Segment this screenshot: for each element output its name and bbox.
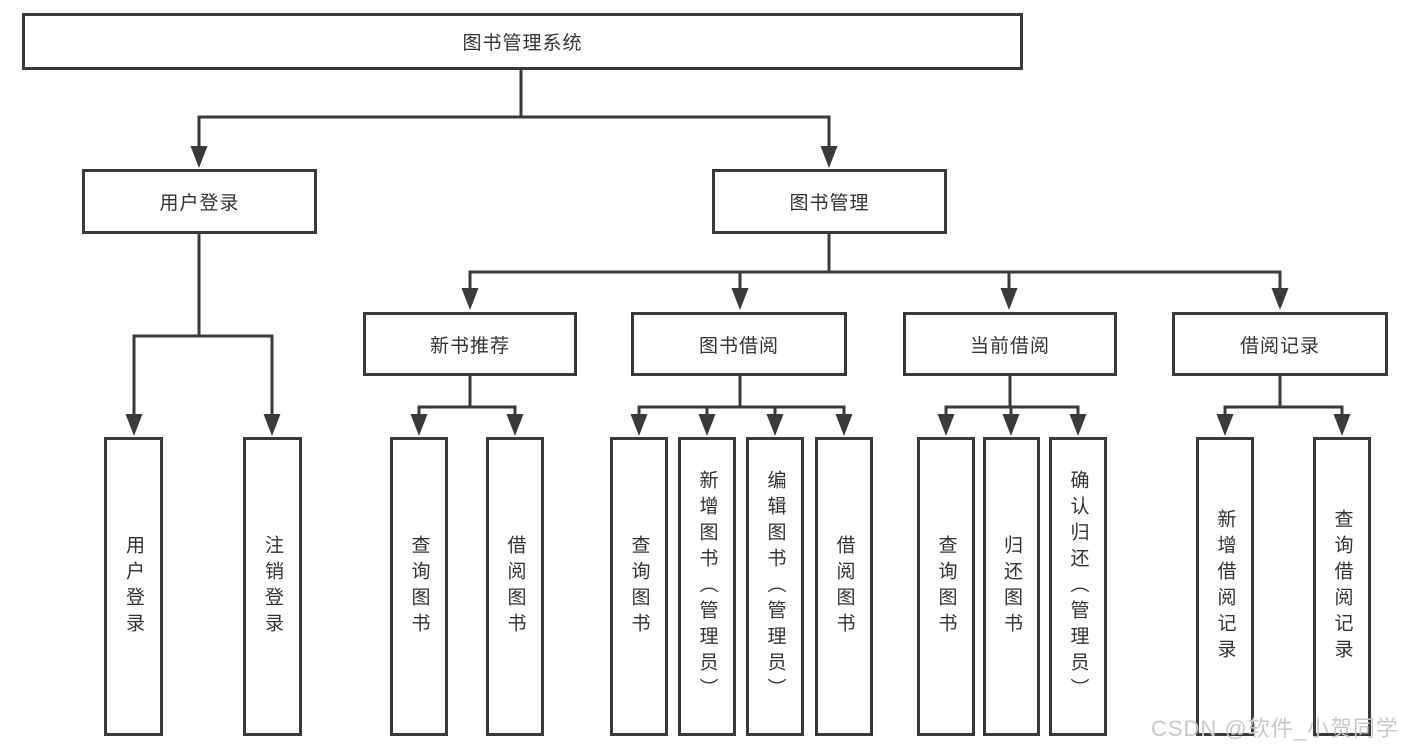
rail-borrow-records xyxy=(1223,405,1344,418)
arrowhead-icon xyxy=(461,288,479,310)
arrowhead-icon xyxy=(766,414,784,436)
leaf-add-borrow-record: 新增借阅记录 xyxy=(1196,437,1254,736)
leaf-recommend-borrow-books: 借阅图书 xyxy=(486,437,544,736)
node-current-borrow: 当前借阅 xyxy=(903,312,1117,376)
leaf-borrow-query-books: 查询图书 xyxy=(610,437,668,736)
leaf-logout: 注销登录 xyxy=(243,437,302,736)
arrowhead-icon xyxy=(820,146,838,168)
leaf-edit-books-admin: 编辑图书（管理员） xyxy=(746,437,804,736)
node-new-book-recommend: 新书推荐 xyxy=(363,312,577,376)
leaf-current-query-books: 查询图书 xyxy=(917,437,975,736)
arrowhead-icon xyxy=(410,414,428,436)
arrowhead-icon xyxy=(698,414,716,436)
arrowhead-icon xyxy=(263,414,281,436)
rail-new-book-recommend xyxy=(417,405,517,418)
rail-current-borrow xyxy=(944,405,1080,418)
node-library-system: 图书管理系统 xyxy=(22,13,1023,70)
leaf-user-login: 用户登录 xyxy=(104,437,163,736)
leaf-return-books: 归还图书 xyxy=(983,437,1040,736)
rail-book-borrow xyxy=(637,405,846,418)
arrowhead-icon xyxy=(190,146,208,168)
arrowhead-icon xyxy=(1002,414,1020,436)
leaf-add-books-admin: 新增图书（管理员） xyxy=(678,437,736,736)
node-user-login: 用户登录 xyxy=(82,169,317,234)
node-book-management: 图书管理 xyxy=(712,169,947,234)
arrowhead-icon xyxy=(506,414,524,436)
arrowhead-icon xyxy=(1216,414,1234,436)
leaf-confirm-return-admin: 确认归还（管理员） xyxy=(1049,437,1107,736)
arrowhead-icon xyxy=(731,288,749,310)
leaf-borrow-books: 借阅图书 xyxy=(815,437,873,736)
rail-root xyxy=(197,115,831,150)
node-book-borrow: 图书借阅 xyxy=(631,312,847,376)
arrowhead-icon xyxy=(1333,414,1351,436)
arrowhead-icon xyxy=(1000,288,1018,310)
arrowhead-icon xyxy=(630,414,648,436)
rail-book-management xyxy=(468,270,1282,294)
watermark: CSDN @软件_小贺同学 xyxy=(1150,716,1399,741)
leaf-query-borrow-record: 查询借阅记录 xyxy=(1313,437,1371,736)
rail-user-login xyxy=(132,334,274,418)
node-borrow-records: 借阅记录 xyxy=(1172,312,1388,376)
arrowhead-icon xyxy=(125,414,143,436)
arrowhead-icon xyxy=(1069,414,1087,436)
arrowhead-icon xyxy=(1271,288,1289,310)
arrowhead-icon xyxy=(835,414,853,436)
arrowhead-icon xyxy=(937,414,955,436)
leaf-recommend-query-books: 查询图书 xyxy=(390,437,448,736)
